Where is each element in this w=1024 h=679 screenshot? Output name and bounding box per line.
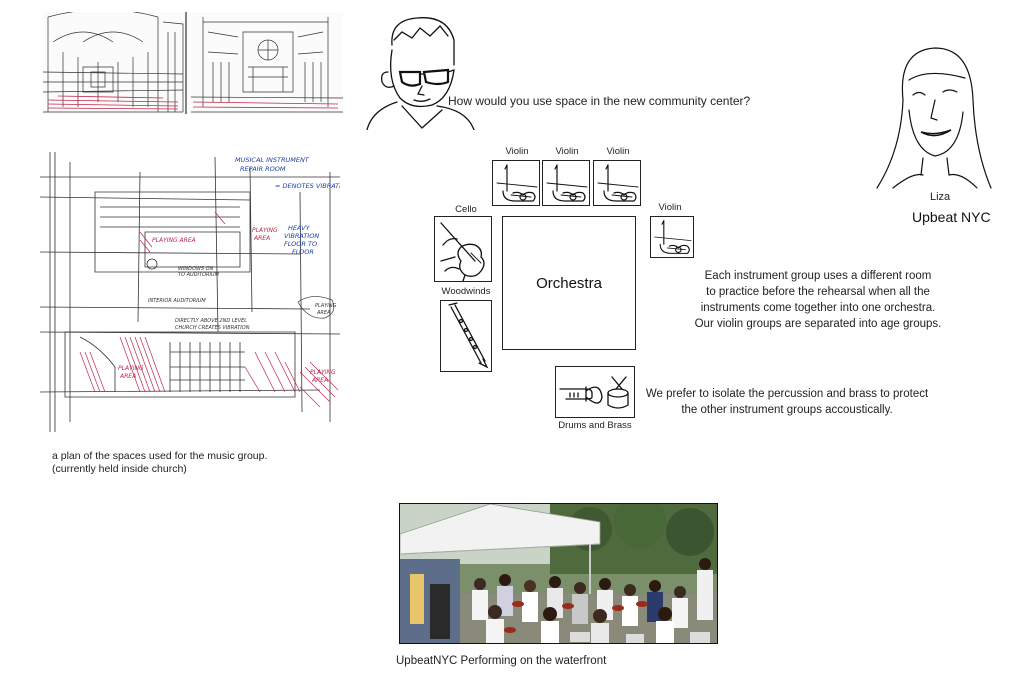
isolate-note: We prefer to isolate the percussion and … [632,386,942,418]
annotation-windows-1: WINDOWS ON [178,266,214,272]
rooms-note-line-1: Each instrument group uses a different r… [704,270,932,282]
annotation-directly-above-2: CHURCH CREATES VIBRATION [175,325,250,331]
group-label-violin-2: Violin [555,146,579,157]
interview-question: How would you use space in the new commu… [448,94,751,108]
group-box-cello [434,216,492,282]
annotation-windows-2: TO AUDITORIUM [178,272,220,278]
group-label-woodwinds: Woodwinds [441,286,491,297]
liza-portrait-sketch [873,40,993,192]
annotation-playing-area-4a: PLAYING [118,365,144,372]
annotation-repair-room-2: REPAIR ROOM [240,165,286,173]
plan-caption-line-1: a plan of the spaces used for the music … [52,450,268,462]
group-box-violin-2 [542,160,590,206]
group-box-violin-4 [650,216,694,258]
annotation-playing-area-3a: PLAYING [315,303,336,309]
annotation-playing-area-5b: AREA [311,377,328,384]
orchestra-diagram: Violin Violin Violin [420,140,720,440]
group-box-violin-3 [593,160,641,206]
violin-icon [496,164,538,202]
orchestra-center-box: Orchestra [502,216,636,350]
annotation-playing-area-2b: AREA [253,235,270,242]
performance-photo [399,503,718,644]
annotation-playing-area-4b: AREA [119,373,136,380]
group-label-violin-4: Violin [658,202,682,213]
cello-icon [440,222,485,281]
orchestra-label: Orchestra [536,274,602,292]
isolate-note-line-2: the other instrument groups accousticall… [681,404,893,416]
annotation-playing-area-3b: AREA [316,310,331,316]
group-label-cello: Cello [455,204,477,215]
persona-org: Upbeat NYC [912,209,991,225]
rooms-note-line-3: instruments come together into one orche… [700,302,936,314]
isolate-note-line-1: We prefer to isolate the percussion and … [645,388,929,400]
violin-icon [597,164,639,202]
violin-icon [654,220,692,254]
annotation-playing-area-2a: PLAYING [252,227,278,234]
group-label-violin-3: Violin [606,146,630,157]
clarinet-icon [448,302,489,369]
annotation-repair-room-1: MUSICAL INSTRUMENT [235,156,310,164]
annotation-directly-above-1: DIRECTLY ABOVE 2ND LEVEL [175,318,247,324]
persona-name: Liza [930,191,951,203]
group-label-drums-brass: Drums and Brass [558,420,632,431]
drums-brass-icon [559,376,629,409]
annotation-denotes-vibration: = DENOTES VIBRATION [275,182,340,190]
annotation-heavy-1: HEAVY [288,224,311,232]
rooms-note: Each instrument group uses a different r… [668,268,968,332]
annotation-heavy-4: FLOOR [292,248,314,256]
violin-icon [546,164,588,202]
group-box-drums-brass [555,366,635,418]
group-box-woodwinds [440,300,492,372]
floor-plan-sketch: MUSICAL INSTRUMENT REPAIR ROOM = DENOTES… [40,152,340,432]
annotation-playing-area-1: PLAYING AREA [152,237,196,244]
church-interior-sketch [43,12,343,114]
group-label-violin-1: Violin [505,146,529,157]
rooms-note-line-4: Our violin groups are separated into age… [694,318,942,330]
rooms-note-line-2: to practice before the rehearsal when al… [706,286,930,298]
photo-caption: UpbeatNYC Performing on the waterfront [396,655,607,667]
interviewer-portrait-sketch [362,10,477,130]
annotation-playing-area-5a: PLAYING [310,369,336,376]
annotation-interior: INTERIOR AUDITORIUM [148,298,206,304]
annotation-heavy-2: VIBRATION [284,232,319,240]
group-box-violin-1 [492,160,540,206]
annotation-heavy-3: FLOOR TO [284,240,317,248]
plan-caption-line-2: (currently held inside church) [52,463,187,475]
